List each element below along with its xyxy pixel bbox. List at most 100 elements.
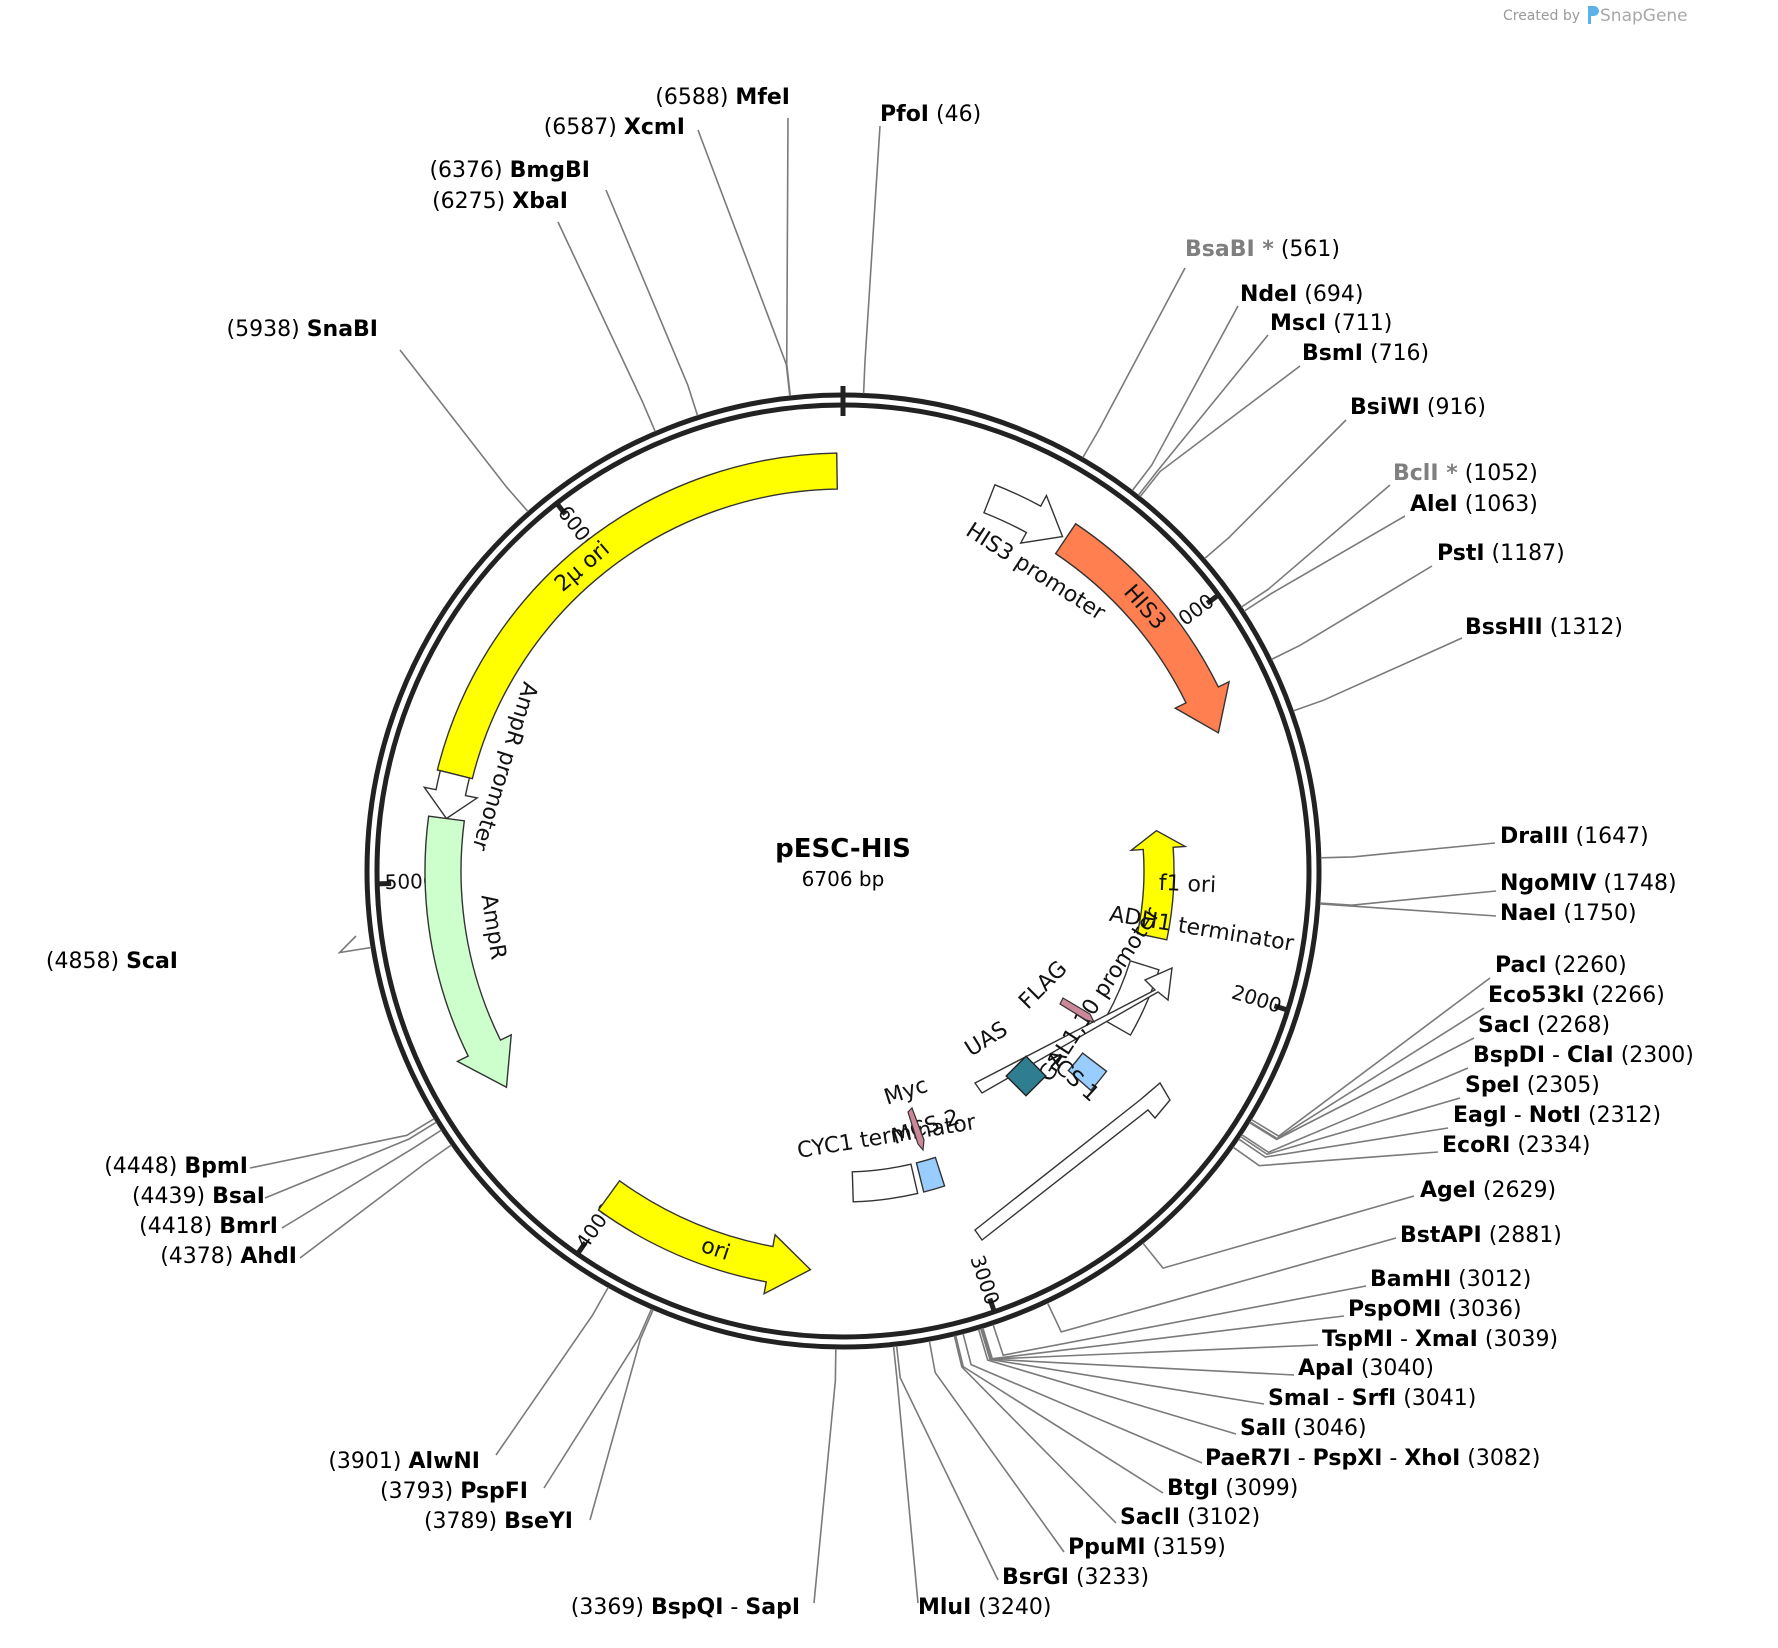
label-gap	[929, 102, 936, 127]
site-position: (2312)	[1588, 1103, 1661, 1128]
site-leader-line	[954, 1335, 1164, 1494]
site-leader-line	[264, 1121, 437, 1199]
feature-ampr[interactable]	[424, 815, 513, 1089]
site-leader-line	[928, 1340, 1065, 1553]
site-label: MscI (711)	[1270, 311, 1392, 336]
site-leader-line	[895, 1345, 999, 1581]
site-bsrgi[interactable]: BsrGI (3233)	[1002, 1565, 1149, 1590]
feature-mcs-2[interactable]	[915, 1156, 946, 1193]
site-xcmi[interactable]: (6587) XcmI	[544, 115, 685, 140]
site-bamhi[interactable]: BamHI (3012)	[1370, 1267, 1531, 1292]
site-paci[interactable]: PacI (2260)	[1495, 953, 1627, 978]
site-bmgbi[interactable]: (6376) BmgBI	[429, 158, 590, 183]
site-position: (2881)	[1489, 1223, 1562, 1248]
site-position: (3036)	[1448, 1297, 1521, 1322]
feature-flag[interactable]	[1059, 997, 1096, 1023]
site-sacii[interactable]: SacII (3102)	[1120, 1505, 1260, 1530]
enzyme-name: SrfI	[1352, 1386, 1396, 1411]
enzyme-name: ScaI	[126, 949, 178, 974]
credit-prefix: Created by	[1503, 8, 1580, 24]
feature-uas[interactable]	[1005, 1055, 1047, 1097]
site-xbai[interactable]: (6275) XbaI	[432, 189, 568, 214]
site-ppumi[interactable]: PpuMI (3159)	[1068, 1535, 1226, 1560]
tick-mark	[1273, 1003, 1289, 1013]
site-mlui[interactable]: MluI (3240)	[918, 1595, 1051, 1620]
enzyme-name: PspFI	[460, 1479, 528, 1504]
enzyme-name: PfoI	[880, 102, 929, 127]
site-bsshii[interactable]: BssHII (1312)	[1465, 615, 1623, 640]
feature-his3-promoter[interactable]	[983, 483, 1064, 544]
enzyme-name: AlwNI	[409, 1449, 481, 1474]
site-bspqi-sapi[interactable]: (3369) BspQI - SapI	[571, 1595, 800, 1620]
site-pspfi[interactable]: (3793) PspFI	[380, 1479, 528, 1504]
site-bmri[interactable]: (4418) BmrI	[139, 1214, 278, 1239]
site-pspomi[interactable]: PspOMI (3036)	[1348, 1297, 1522, 1322]
site-label: (6588) MfeI	[655, 85, 790, 110]
site-bsmi[interactable]: BsmI (716)	[1302, 341, 1429, 366]
snapgene-credit[interactable]: Created by SnapGene	[1503, 6, 1688, 26]
site-bsabi[interactable]: BsaBI * (561)	[1185, 237, 1340, 262]
site-ndei[interactable]: NdeI (694)	[1240, 282, 1363, 307]
site-ngomiv[interactable]: NgoMIV (1748)	[1500, 871, 1677, 896]
site-ecori[interactable]: EcoRI (2334)	[1442, 1133, 1590, 1158]
site-position: (3901)	[328, 1449, 401, 1474]
feature-gal10-promoter-arrow[interactable]	[974, 1081, 1171, 1242]
enzyme-name: SalI	[1240, 1416, 1286, 1441]
site-btgi[interactable]: BtgI (3099)	[1167, 1476, 1298, 1501]
site-psti[interactable]: PstI (1187)	[1437, 541, 1565, 566]
feature-f1-ori[interactable]	[1129, 829, 1188, 941]
site-agei[interactable]: AgeI (2629)	[1420, 1178, 1556, 1203]
label-gap	[1441, 1297, 1448, 1322]
site-leader-line	[399, 349, 529, 513]
enzyme-name: BssHII	[1465, 615, 1543, 640]
site-alwni[interactable]: (3901) AlwNI	[328, 1449, 480, 1474]
site-saci[interactable]: SacI (2268)	[1478, 1013, 1610, 1038]
site-label: SmaI - SrfI (3041)	[1268, 1386, 1476, 1411]
site-mfei[interactable]: (6588) MfeI	[655, 85, 790, 110]
site-bspdi-clai[interactable]: BspDI - ClaI (2300)	[1473, 1043, 1694, 1068]
feature-ampr-promoter[interactable]	[422, 769, 480, 820]
enzyme-name: BstAPI	[1400, 1223, 1482, 1248]
site-msci[interactable]: MscI (711)	[1270, 311, 1392, 336]
site-bsiwi[interactable]: BsiWI (916)	[1350, 395, 1486, 420]
site-label: (3369) BspQI - SapI	[571, 1595, 800, 1620]
site-draiii[interactable]: DraIII (1647)	[1500, 824, 1649, 849]
feature-mcs-1[interactable]	[1067, 1052, 1108, 1092]
site-smai-srfi[interactable]: SmaI - SrfI (3041)	[1268, 1386, 1476, 1411]
site-spei[interactable]: SpeI (2305)	[1465, 1073, 1600, 1098]
feature-myc[interactable]	[907, 1106, 925, 1152]
site-bpmi[interactable]: (4448) BpmI	[104, 1154, 248, 1179]
restriction-sites: (6588) MfeI (6587) XcmI PfoI (46) (6376) Bm…	[46, 85, 1694, 1620]
site-position: (711)	[1333, 311, 1392, 336]
site-alei[interactable]: AleI (1063)	[1410, 492, 1538, 517]
feature-his3[interactable]	[1054, 522, 1231, 734]
site-pfoi[interactable]: PfoI (46)	[880, 102, 981, 127]
site-eagi-noti[interactable]: EagI - NotI (2312)	[1453, 1103, 1661, 1128]
site-position: (2268)	[1537, 1013, 1610, 1038]
site-scai[interactable]: (4858) ScaI	[46, 949, 178, 974]
site-position: (1750)	[1563, 901, 1636, 926]
site-sali[interactable]: SalI (3046)	[1240, 1416, 1367, 1441]
site-tspmi-xmai[interactable]: TspMI - XmaI (3039)	[1322, 1327, 1558, 1352]
site-position: (1052)	[1465, 461, 1538, 486]
enzyme-name: Eco53kI	[1488, 983, 1585, 1008]
feature-cyc1-terminator[interactable]	[851, 1163, 919, 1203]
site-bcli[interactable]: BclI * (1052)	[1393, 461, 1538, 486]
feature-ori[interactable]	[597, 1179, 812, 1295]
site-naei[interactable]: NaeI (1750)	[1500, 901, 1637, 926]
site-label: PstI (1187)	[1437, 541, 1565, 566]
site-paer7i-pspxi-xhoi[interactable]: PaeR7I - PspXI - XhoI (3082)	[1205, 1446, 1540, 1471]
site-bsai[interactable]: (4439) BsaI	[132, 1184, 265, 1209]
site-leader-line	[495, 1286, 609, 1456]
site-position: (1748)	[1603, 871, 1676, 896]
site-bseyi[interactable]: (3789) BseYI	[424, 1509, 573, 1534]
enzyme-name: SapI	[745, 1595, 800, 1620]
label-gap	[1569, 824, 1576, 849]
feature-2-ori[interactable]	[436, 452, 838, 780]
site-apai[interactable]: ApaI (3040)	[1298, 1356, 1434, 1381]
site-bstapi[interactable]: BstAPI (2881)	[1400, 1223, 1562, 1248]
site-eco53ki[interactable]: Eco53kI (2266)	[1488, 983, 1665, 1008]
site-ahdi[interactable]: (4378) AhdI	[160, 1244, 297, 1269]
site-snabi[interactable]: (5938) SnaBI	[227, 317, 378, 342]
